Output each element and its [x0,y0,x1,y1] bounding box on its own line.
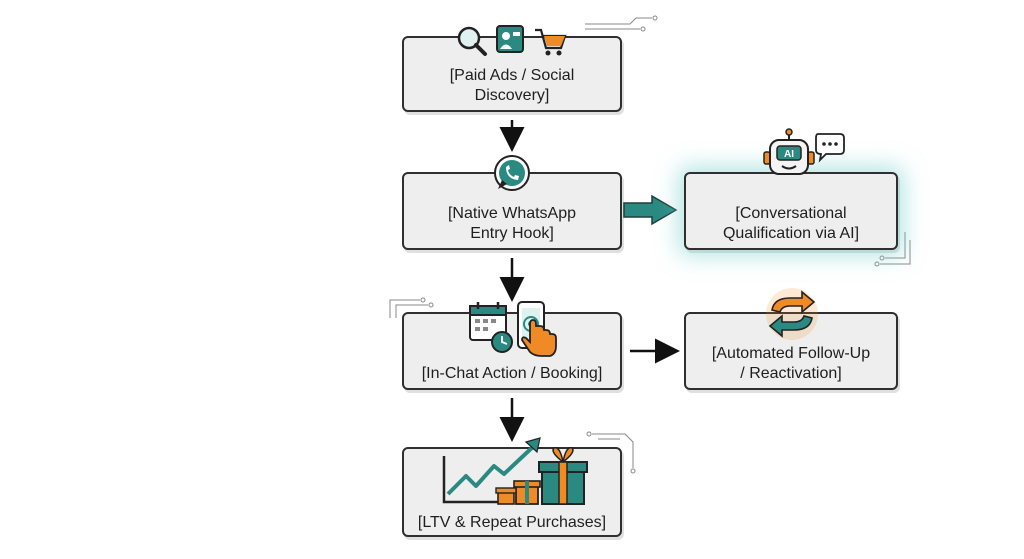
growth-chart-icon [442,437,541,504]
node-qualification: [Conversational Qualification via AI] [684,172,898,250]
node-whatsapp-line2: Entry Hook] [470,225,554,242]
discovery-icons [457,25,567,56]
node-action: [In-Chat Action / Booking] [402,312,622,390]
ai-robot-group: AI [763,128,845,175]
circuit-decor-bottom [586,431,636,474]
node-discovery-line1: [Paid Ads / Social [449,67,575,84]
gift-box-icon [495,447,588,505]
ltv-icons [442,437,588,505]
circuit-decor-right [874,232,911,267]
node-discovery-label: [Paid Ads / Social Discovery] [404,66,620,106]
shopping-cart-icon [535,28,567,56]
ai-chip-label: AI [784,149,794,160]
node-whatsapp-line1: [Native WhatsApp [447,205,577,222]
calendar-icon [469,302,507,341]
ai-robot-icon: AI [763,128,815,175]
node-ltv-line1: [LTV & Repeat Purchases] [417,514,607,531]
tap-hand-icon [521,319,557,357]
node-discovery-line2: Discovery] [474,87,550,104]
circuit-decor-top [585,15,658,32]
node-qualification-line1: [Conversational [735,205,847,222]
action-icons [469,301,557,357]
clock-icon [491,331,513,353]
contact-card-icon [496,25,524,53]
node-qualification-line2: Qualification via AI] [722,225,860,242]
node-followup-line1: [Automated Follow-Up [711,345,871,362]
whatsapp-icon [494,155,530,191]
magnifier-icon [457,26,487,56]
node-followup-line2: / Reactivation] [740,365,842,382]
node-ltv-label: [LTV & Repeat Purchases] [404,513,620,533]
node-whatsapp-label: [Native WhatsApp Entry Hook] [404,204,620,244]
refresh-cycle-icon [766,288,818,340]
arrow-whatsapp-to-qualification [623,194,678,226]
node-action-line1: [In-Chat Action / Booking] [421,365,603,382]
node-qualification-label: [Conversational Qualification via AI] [686,204,896,244]
circuit-decor-left [389,297,434,318]
node-action-label: [In-Chat Action / Booking] [404,364,620,384]
chat-bubble-icon [815,133,845,163]
node-followup-label: [Automated Follow-Up / Reactivation] [686,344,896,384]
